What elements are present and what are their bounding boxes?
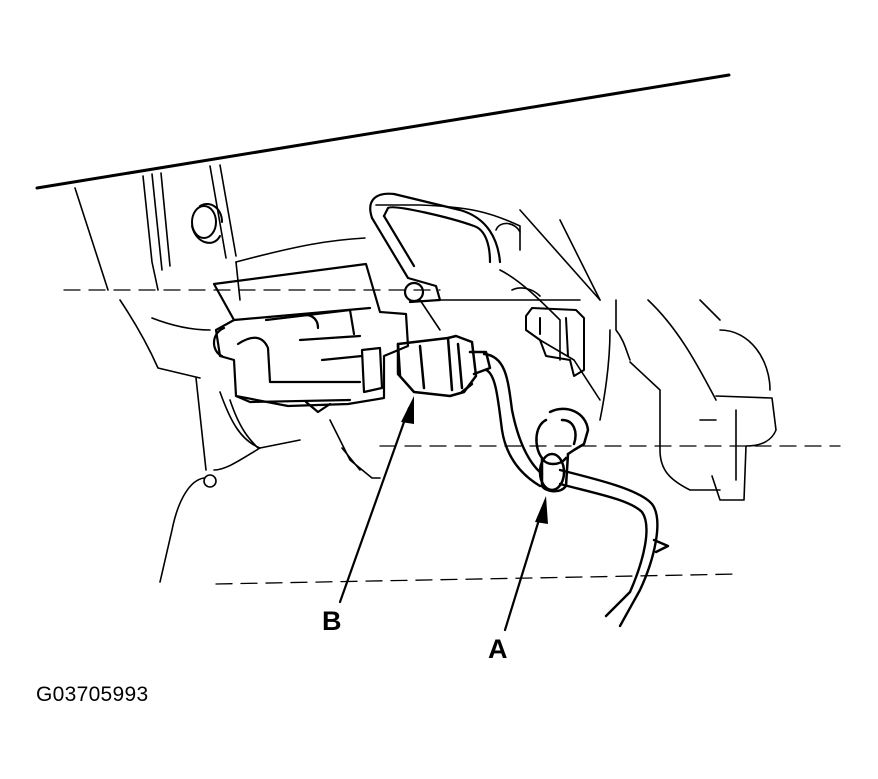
callout-label-a: A — [488, 634, 508, 664]
dashboard-underside — [74, 164, 777, 583]
figure-id: G03705993 — [36, 683, 149, 706]
wire-harness — [482, 352, 670, 628]
leader-arrow-b — [338, 396, 414, 604]
relay-bracket — [525, 307, 585, 377]
control-unit — [212, 262, 410, 414]
mounting-stud — [191, 203, 223, 244]
panel-top-edge — [35, 73, 731, 190]
callout-label-b: B — [322, 606, 342, 636]
dashed-reference-lines — [63, 289, 841, 585]
mounting-bracket-hook — [369, 192, 502, 304]
leader-arrow-a — [503, 496, 548, 632]
wire-clip-a — [535, 407, 590, 493]
connector-b — [396, 334, 492, 398]
